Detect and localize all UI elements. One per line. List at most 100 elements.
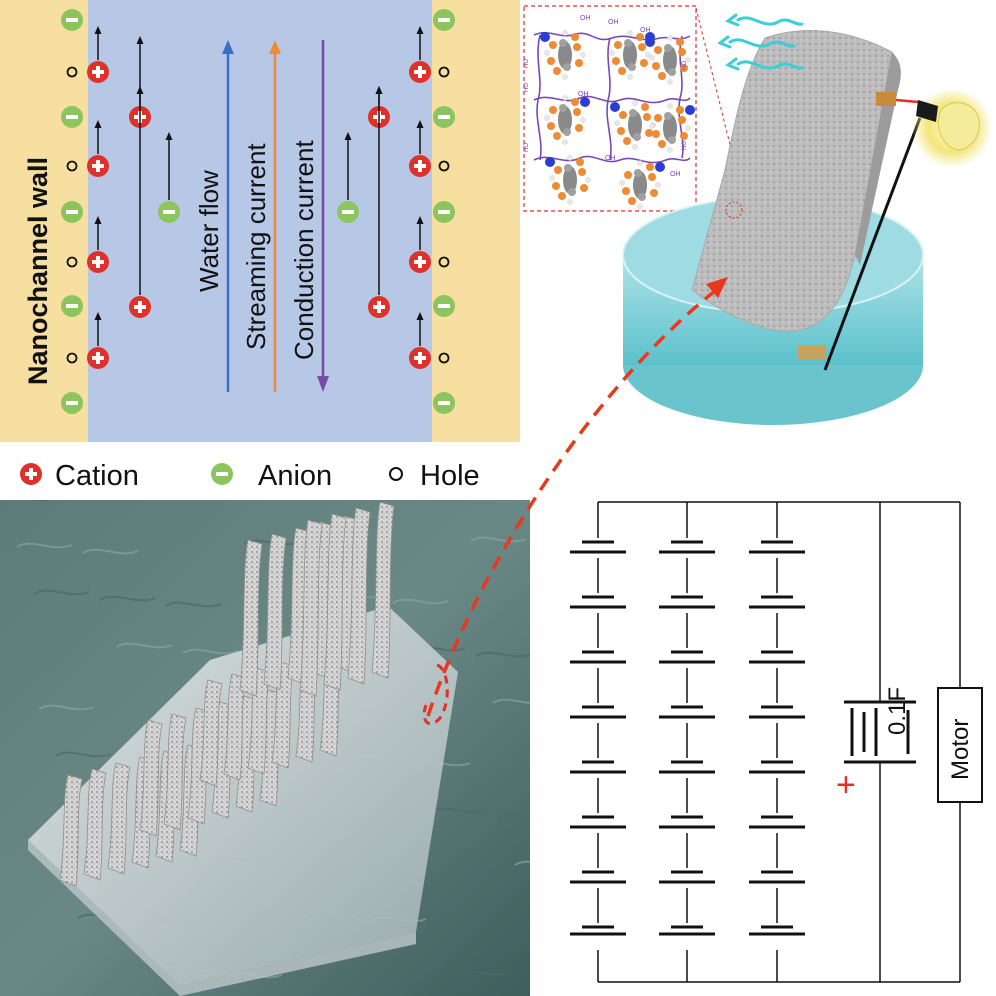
foam-evaporator-unit [239, 539, 263, 697]
circuit-diagram: 0.1F + Motor [564, 501, 983, 983]
cation-icon [368, 296, 390, 318]
ion-motion-arrowhead [136, 36, 144, 44]
hydroxyl-label: HO [524, 59, 530, 68]
battery-array [564, 502, 811, 982]
conduction-current-label: Conduction current [289, 140, 319, 360]
hydroxyl-label: HO [524, 83, 530, 92]
anion-icon [61, 295, 83, 317]
light-bulb-icon [916, 100, 980, 151]
lamp-wire [823, 117, 922, 371]
ion-motion-arrowhead [94, 216, 102, 224]
sea-wave [165, 601, 222, 608]
capacitance-label: 0.1F [884, 687, 911, 735]
cation-icon [87, 251, 109, 273]
sea-wave [387, 963, 444, 970]
cation-icon [87, 61, 109, 83]
nanochannel-wall-label: Nanochannel wall [23, 157, 53, 385]
foam-evaporator-unit [163, 713, 187, 831]
sea-wave [497, 813, 530, 819]
evaporation-waves-icon [716, 13, 804, 71]
hole-icon [438, 160, 450, 172]
hole-legend-icon [389, 467, 403, 481]
streaming-current-label: Streaming current [241, 143, 271, 350]
foam-evaporator-unit [139, 719, 163, 837]
ion-motion-arrowhead [94, 120, 102, 128]
cation-legend-icon [20, 463, 42, 485]
cation-icon [409, 347, 431, 369]
hole-legend-label: Hole [420, 460, 480, 492]
hole-icon [438, 66, 450, 78]
foam-evaporator-unit [107, 762, 131, 875]
hydroxyl-label: HO [682, 61, 688, 70]
molecule-cluster [545, 155, 591, 205]
polymer-chain [533, 155, 691, 164]
foam-evaporator-unit [323, 513, 347, 691]
anion-legend-icon [211, 463, 233, 485]
sea-wave [38, 704, 95, 711]
sea-wave [453, 969, 510, 976]
zoom-target-marker [422, 663, 449, 726]
ion-motion-arrowhead [416, 26, 424, 34]
motor-box [937, 687, 983, 803]
hole-icon [66, 352, 78, 364]
sea-wave [182, 648, 239, 655]
foam-evaporator-unit [371, 501, 395, 679]
top-wire [895, 98, 919, 104]
molecule-cluster [544, 95, 590, 145]
ion-legend: Cation Anion Hole [20, 460, 480, 492]
cation-icon [87, 155, 109, 177]
ion-motion-arrowhead [416, 312, 424, 320]
foam-evaporator-unit [347, 507, 371, 685]
anion-icon [61, 106, 83, 128]
hydroxyl-label: OH [578, 91, 589, 98]
sea-wave [514, 860, 530, 866]
anion-icon [61, 392, 83, 414]
hole-icon [66, 66, 78, 78]
polymer-chain [533, 95, 691, 104]
molecule-cluster [619, 160, 665, 210]
foam-evaporator-unit [199, 679, 223, 787]
hole-icon [66, 160, 78, 172]
anion-icon [433, 201, 455, 223]
ion-motion-arrowhead [416, 216, 424, 224]
ion-motion-arrowhead [375, 86, 383, 94]
nanochannel-diagram: Nanochannel wall Water flow Streaming cu… [0, 0, 520, 442]
sea-wave [116, 642, 173, 649]
cation-icon [409, 155, 431, 177]
cation-icon [87, 347, 109, 369]
molecule-cluster [610, 100, 656, 150]
hydroxyl-label: OH [608, 19, 619, 26]
hydroxyl-label: OH [605, 155, 616, 162]
ion-motion-arrowhead [136, 86, 144, 94]
sea-wave [55, 751, 112, 758]
anion-icon [158, 201, 180, 223]
polymer-chain [606, 37, 612, 161]
streaming-current-arrowhead [269, 40, 281, 54]
foam-evaporator-unit [263, 533, 287, 691]
ion-motion-arrowhead [344, 132, 352, 140]
hydroxyl-label: OH [670, 171, 681, 178]
foam-evaporator-unit [83, 768, 107, 881]
top-electrode [876, 92, 896, 106]
capacitor-vertical-symbol [850, 708, 910, 756]
ion-motion-arrowhead [165, 132, 173, 140]
anion-icon [433, 106, 455, 128]
polymer-chain [536, 34, 542, 161]
ion-motion-arrowhead [416, 120, 424, 128]
anion-icon [337, 201, 359, 223]
foam-evaporator [691, 30, 893, 332]
anion-icon [61, 9, 83, 31]
molecule-cluster [645, 35, 691, 85]
inset-focus-circle [725, 201, 743, 219]
evaporator-array [59, 501, 395, 887]
anion-icon [433, 392, 455, 414]
bottom-electrode [798, 345, 826, 359]
anion-icon [433, 9, 455, 31]
hydroxyl-label: OH [640, 27, 651, 34]
molecule-cluster [649, 103, 695, 153]
capacitor-symbol [844, 700, 916, 764]
anion-legend-label: Anion [258, 460, 332, 492]
water-flow-label: Water flow [194, 170, 224, 292]
hydroxyl-label: HO [682, 141, 688, 150]
